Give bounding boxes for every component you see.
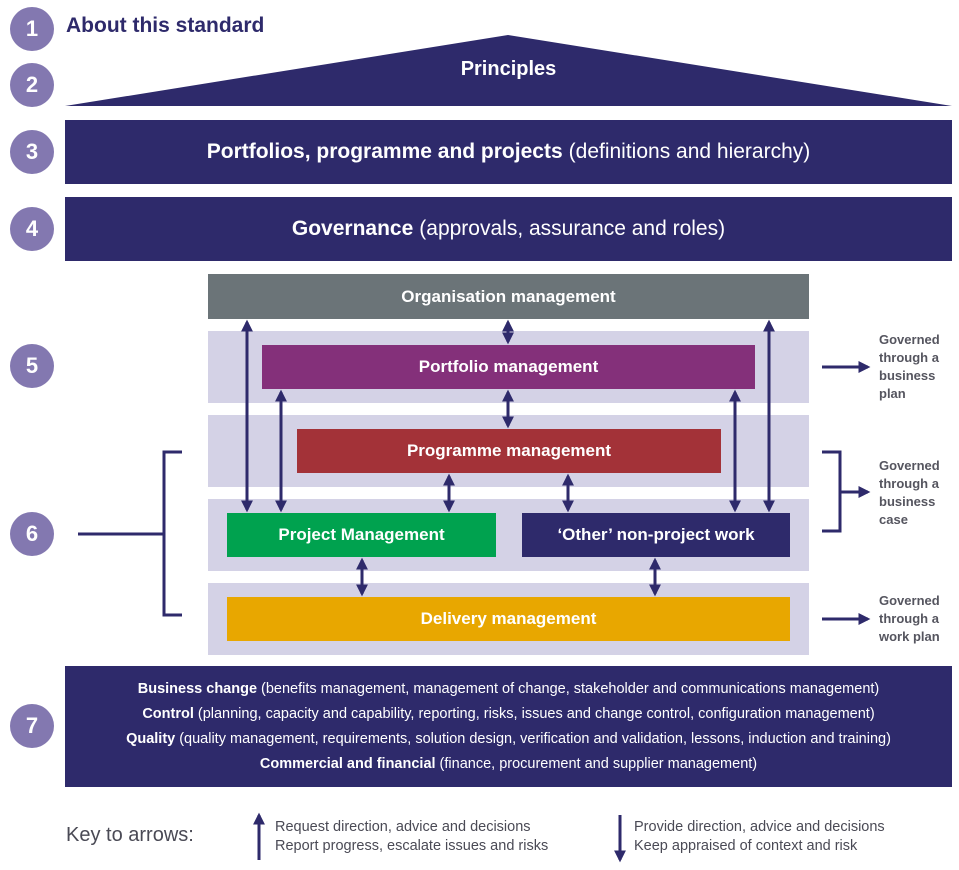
governed-business-case-label: Governed through a business case — [879, 457, 959, 529]
governed-line: Governed — [879, 332, 940, 347]
discipline-line: Commercial and financial(finance, procur… — [260, 752, 757, 777]
band-disciplines: Business change(benefits management, man… — [65, 666, 952, 787]
organisation-management-box: Organisation management — [208, 274, 809, 319]
step-number-4: 4 — [10, 207, 54, 251]
principles-label: Principles — [460, 58, 557, 80]
key-up-text: Request direction, advice and decisions … — [275, 818, 548, 856]
governed-line: business — [879, 368, 936, 383]
band-governance-title: Governance — [291, 217, 414, 240]
governed-line: through a — [879, 350, 939, 365]
key-up-line: Request direction, advice and decisions — [275, 819, 531, 835]
band-portfolios: Portfolios, programme and projects (defi… — [65, 120, 952, 184]
governed-line: Governed — [879, 593, 940, 608]
portfolio-management-box: Portfolio management — [262, 345, 755, 389]
band-portfolios-title: Portfolios, programme and projects — [206, 140, 563, 163]
governed-line: through a — [879, 611, 939, 626]
step-number-1: 1 — [10, 7, 54, 51]
governed-line: business — [879, 494, 936, 509]
other-non-project-work-box: ‘Other’ non-project work — [522, 513, 790, 557]
key-down-line: Keep appraised of context and risk — [634, 838, 858, 854]
discipline-title: Business change — [137, 680, 258, 697]
discipline-line: Quality(quality management, requirements… — [126, 727, 891, 752]
step-number-7: 7 — [10, 704, 54, 748]
about-title: About this standard — [66, 14, 265, 37]
governed-line: case — [879, 512, 908, 527]
step-number-5: 5 — [10, 344, 54, 388]
discipline-line: Business change(benefits management, man… — [138, 677, 879, 702]
programme-management-box: Programme management — [297, 429, 721, 473]
discipline-detail: (planning, capacity and capability, repo… — [197, 705, 875, 722]
key-down-line: Provide direction, advice and decisions — [634, 819, 885, 835]
band-portfolios-detail: (definitions and hierarchy) — [568, 140, 811, 163]
bracket-business-case — [822, 450, 842, 533]
band-governance: Governance (approvals, assurance and rol… — [65, 197, 952, 261]
governed-line: through a — [879, 476, 939, 491]
step-number-6: 6 — [10, 512, 54, 556]
discipline-detail: (benefits management, management of chan… — [261, 680, 880, 697]
delivery-management-box: Delivery management — [227, 597, 790, 641]
governed-work-plan-label: Governed through a work plan — [879, 592, 959, 646]
discipline-detail: (quality management, requirements, solut… — [179, 730, 891, 747]
governed-line: work plan — [879, 629, 940, 644]
discipline-title: Commercial and financial — [259, 755, 436, 772]
step-number-2: 2 — [10, 63, 54, 107]
step-number-3: 3 — [10, 130, 54, 174]
principles-roof — [65, 35, 952, 106]
bracket-section-6 — [162, 450, 182, 617]
governed-business-plan-label: Governed through a business plan — [879, 331, 959, 403]
band-governance-detail: (approvals, assurance and roles) — [419, 217, 726, 240]
project-management-box: Project Management — [227, 513, 496, 557]
discipline-line: Control(planning, capacity and capabilit… — [142, 702, 874, 727]
key-up-line: Report progress, escalate issues and ris… — [275, 838, 549, 854]
key-title: Key to arrows: — [66, 824, 194, 846]
governed-line: plan — [879, 386, 906, 401]
discipline-detail: (finance, procurement and supplier manag… — [439, 755, 758, 772]
discipline-title: Control — [142, 705, 194, 722]
discipline-title: Quality — [126, 730, 176, 747]
governed-line: Governed — [879, 458, 940, 473]
key-down-text: Provide direction, advice and decisions … — [634, 818, 885, 856]
